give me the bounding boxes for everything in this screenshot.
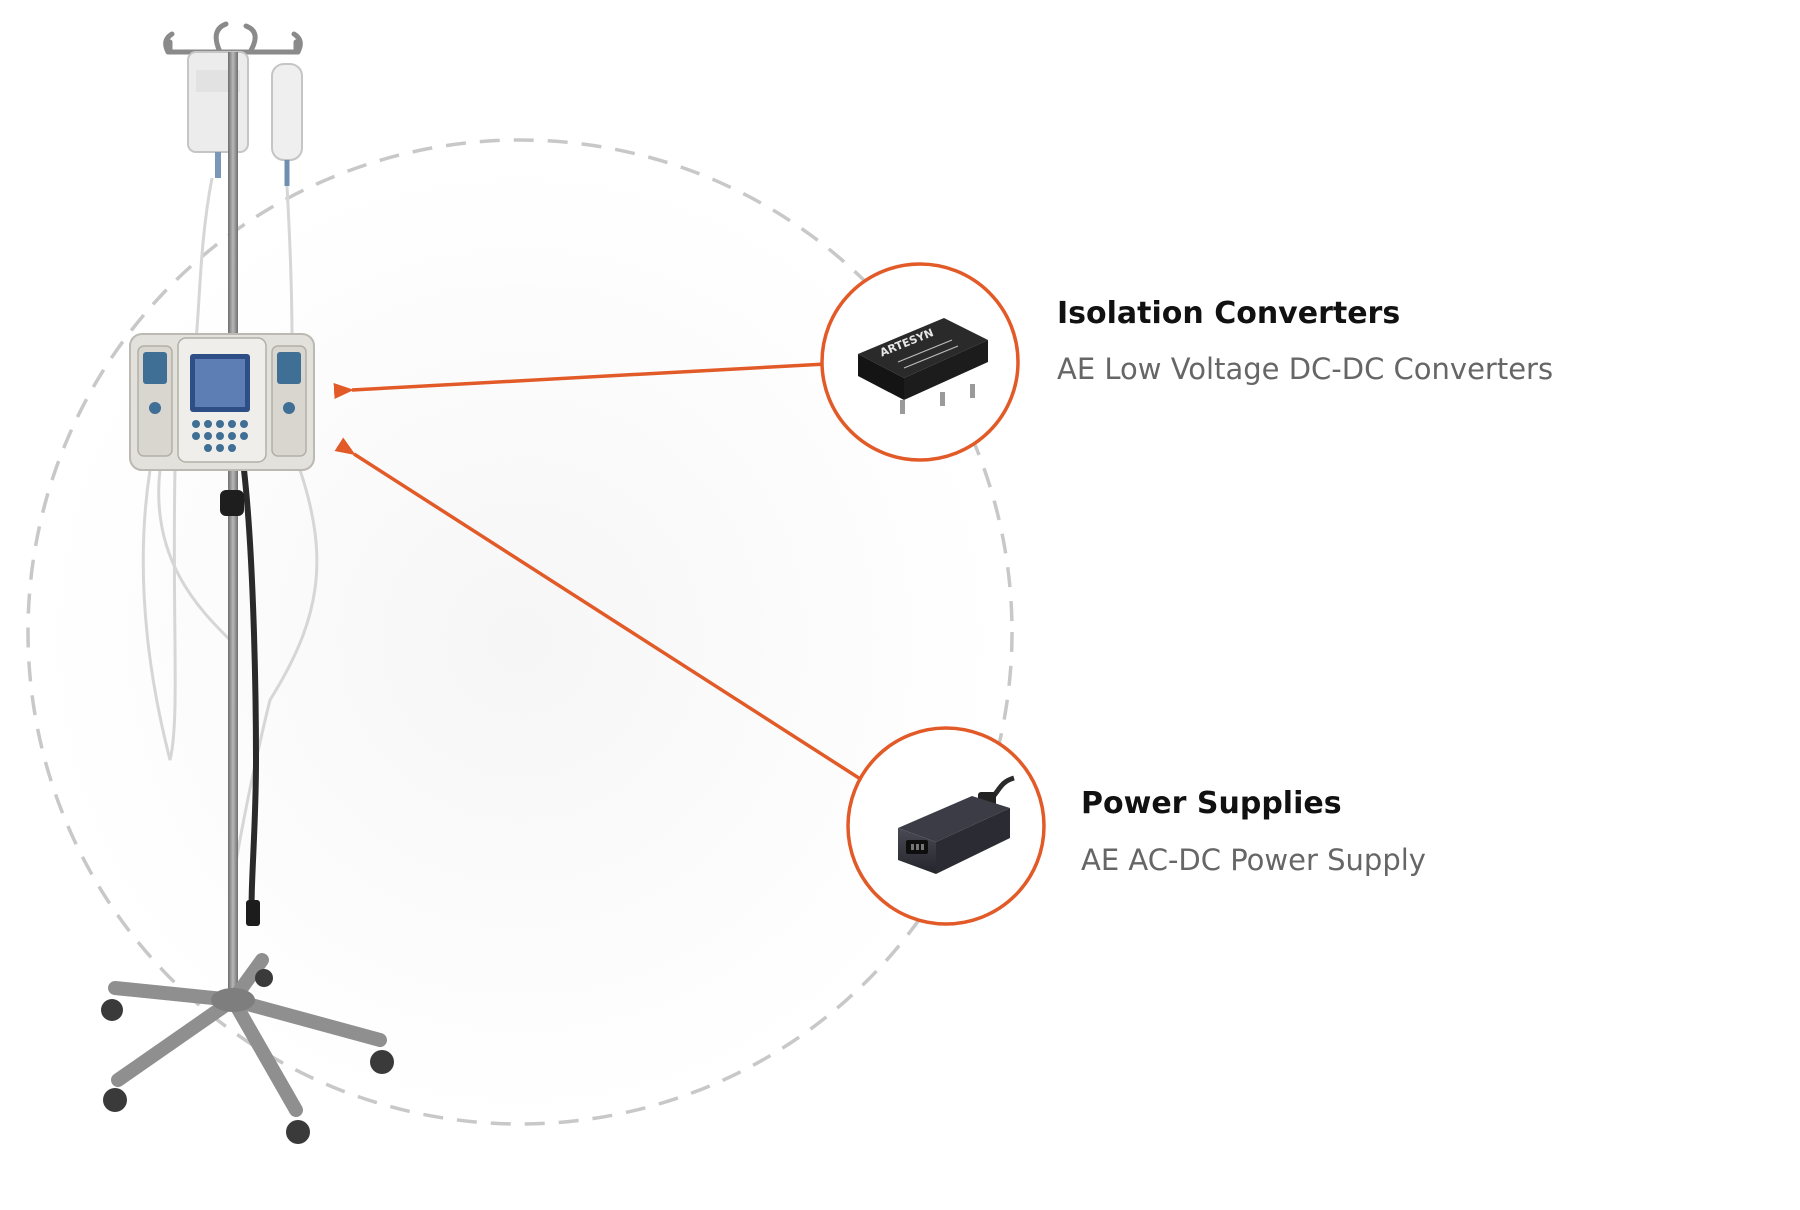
iv-bottle xyxy=(271,63,303,161)
power-cord xyxy=(241,469,260,921)
pole-shaft xyxy=(228,52,238,1002)
infusion-pump xyxy=(129,333,315,471)
isolation-converter-callout: ARTESYN xyxy=(820,262,1020,462)
dc-dc-converter-module-icon: ARTESYN xyxy=(858,318,988,414)
power-supply-callout xyxy=(846,726,1046,926)
isolation-converters-subtitle: AE Low Voltage DC-DC Converters xyxy=(1057,352,1554,386)
pole-base xyxy=(108,953,387,1117)
hanger-hooks xyxy=(163,21,303,55)
iv-bag xyxy=(187,51,249,153)
ac-dc-power-adapter-icon xyxy=(898,775,1015,874)
pole-clamp xyxy=(220,490,244,516)
power-supplies-subtitle: AE AC-DC Power Supply xyxy=(1081,843,1426,877)
power-supplies-title: Power Supplies xyxy=(1081,786,1342,821)
caster-wheels xyxy=(101,969,394,1144)
isolation-converters-title: Isolation Converters xyxy=(1057,296,1401,331)
dashed-orbit-ring xyxy=(26,138,1014,1126)
iv-tubing xyxy=(141,177,319,901)
arrow-to-pump-power xyxy=(334,437,863,782)
arrow-to-pump-isolation xyxy=(333,362,827,399)
iv-pole-with-infusion-pump-icon xyxy=(101,21,394,1144)
